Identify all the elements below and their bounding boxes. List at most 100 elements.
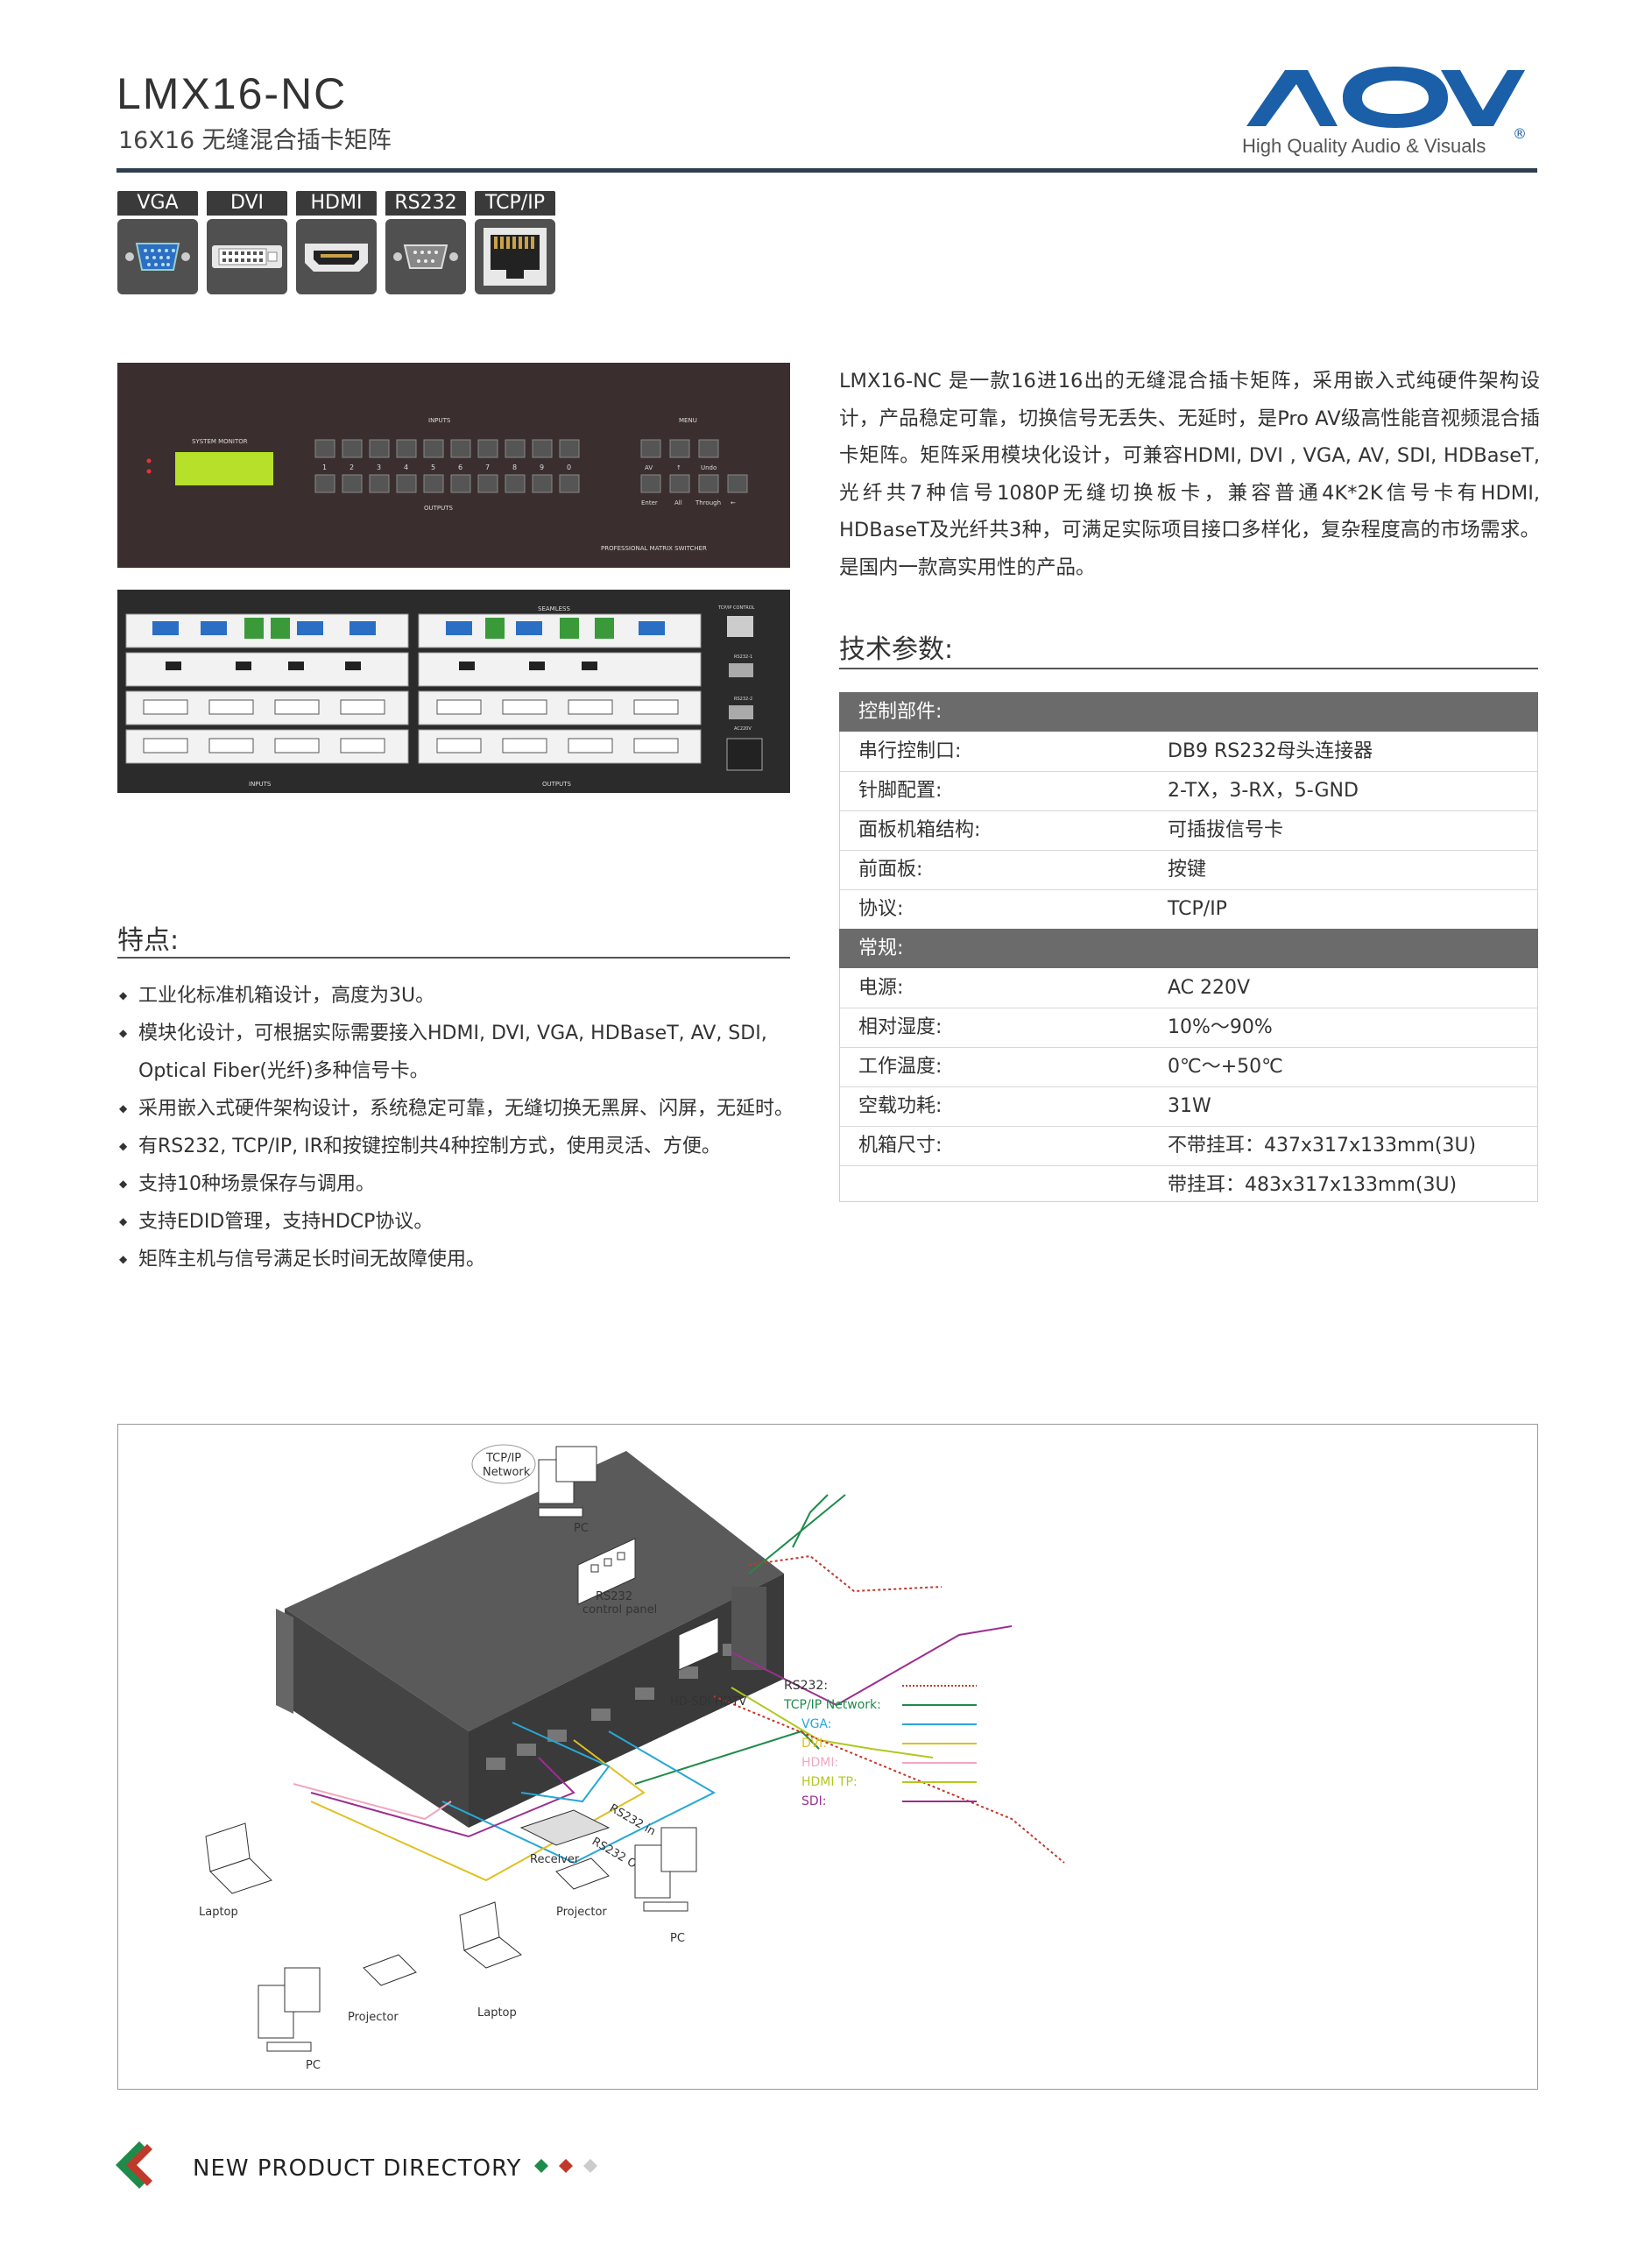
logo-letter-o bbox=[1343, 67, 1448, 128]
svg-text:1: 1 bbox=[322, 463, 327, 471]
connector-vga: VGA bbox=[117, 191, 198, 294]
svg-text:2: 2 bbox=[349, 463, 354, 471]
spec-row: 针脚配置:2-TX，3-RX，5-GND bbox=[839, 771, 1538, 811]
footer-text: NEW PRODUCT DIRECTORY bbox=[193, 2155, 522, 2182]
svg-text:HD-SDI HDTV: HD-SDI HDTV bbox=[670, 1695, 746, 1709]
model-title: LMX16-NC bbox=[116, 69, 348, 118]
spec-section-header: 控制部件: bbox=[839, 692, 1538, 732]
svg-text:Projector: Projector bbox=[556, 1906, 607, 1919]
network-cloud bbox=[471, 1444, 536, 1484]
tcpip-line bbox=[634, 1730, 820, 1785]
rear-seamless-label: SEAMLESS bbox=[538, 605, 570, 612]
connector-dvi: DVI bbox=[207, 191, 287, 294]
menu-buttons bbox=[640, 439, 748, 493]
feature-item: 工业化标准机箱设计，高度为3U。 bbox=[119, 977, 797, 1015]
receiver-illustration bbox=[519, 1809, 611, 1846]
svg-text:RS232-1: RS232-1 bbox=[734, 655, 752, 660]
svg-text:PC: PC bbox=[574, 1522, 589, 1535]
sdi-hdtv-line bbox=[731, 1625, 1013, 1707]
logo-tagline: High Quality Audio & Visuals bbox=[1242, 135, 1486, 157]
model-subtitle: 16X16 无缝混合插卡矩阵 bbox=[118, 127, 392, 154]
connector-tcpip: TCP/IP bbox=[475, 191, 555, 294]
svg-text:7: 7 bbox=[485, 463, 490, 471]
svg-text:PC: PC bbox=[670, 1932, 685, 1945]
svg-text:←: ← bbox=[731, 499, 736, 506]
connector-hdmi: HDMI bbox=[296, 191, 377, 294]
svg-text:4: 4 bbox=[404, 463, 408, 471]
features-title: 特点: bbox=[117, 925, 180, 956]
svg-text:↑: ↑ bbox=[676, 464, 681, 471]
connector-label: DVI bbox=[207, 191, 287, 216]
front-inputs-label: INPUTS bbox=[428, 417, 451, 424]
features-title-underline bbox=[117, 957, 790, 959]
projector-bottom-illustration bbox=[363, 1954, 417, 1986]
menu-label: MENU bbox=[679, 417, 697, 424]
front-outputs-label: OUTPUTS bbox=[424, 505, 454, 512]
header-divider bbox=[116, 168, 1537, 173]
feature-item: 模块化设计，可根据实际需要接入HDMI, DVI, VGA, HDBaseT, … bbox=[119, 1015, 797, 1090]
legend-label: SDI: bbox=[801, 1794, 827, 1808]
rs232-panel-line bbox=[748, 1554, 942, 1593]
rj45-port-icon bbox=[484, 228, 547, 286]
svg-text:AC220V: AC220V bbox=[734, 726, 752, 732]
logo-letter-a bbox=[1246, 70, 1338, 126]
lcd-display bbox=[175, 452, 273, 485]
hdtv-illustration bbox=[678, 1617, 719, 1671]
footer-dots bbox=[534, 2159, 597, 2173]
vga-laptop-line bbox=[441, 1730, 717, 1864]
svg-text:6: 6 bbox=[458, 463, 462, 471]
legend-label: VGA: bbox=[801, 1717, 831, 1731]
connector-label: RS232 bbox=[385, 191, 466, 216]
feature-item: 矩阵主机与信号满足长时间无故障使用。 bbox=[119, 1241, 797, 1278]
footer-logo-mark bbox=[116, 2141, 172, 2189]
logo-registered: ® bbox=[1513, 125, 1527, 142]
aov-logo: ® bbox=[1246, 67, 1527, 142]
legend-label: DVI: bbox=[801, 1737, 827, 1751]
svg-text:Laptop: Laptop bbox=[199, 1906, 238, 1919]
diagram-legend: RS232: TCP/IP Network: VGA: DVI: HDMI: H… bbox=[783, 1679, 977, 1808]
rs232-panel-illustration bbox=[577, 1538, 636, 1605]
pc-right-illustration bbox=[634, 1827, 697, 1912]
connector-rs232: RS232 bbox=[385, 191, 466, 294]
connector-label: TCP/IP bbox=[475, 191, 555, 216]
legend-label: TCP/IP Network: bbox=[783, 1698, 881, 1712]
rear-inputs-label: INPUTS bbox=[249, 781, 272, 788]
rear-tcp-label: TCP/IP CONTROL bbox=[717, 605, 755, 611]
svg-text:Through: Through bbox=[695, 499, 721, 506]
hdmitp-receiver-line bbox=[731, 1687, 934, 1758]
spec-title: 技术参数: bbox=[839, 634, 954, 665]
rear-rj45-port bbox=[727, 616, 753, 637]
spec-row: 面板机箱结构:可插拔信号卡 bbox=[839, 810, 1538, 851]
system-monitor-label: SYSTEM MONITOR bbox=[192, 438, 248, 445]
spec-row: 相对湿度:10%～90% bbox=[839, 1008, 1538, 1048]
spec-row: 带挂耳：483x317x133mm(3U) bbox=[1168, 1174, 1458, 1196]
spec-section-header: 常规: bbox=[839, 929, 1538, 968]
spec-row: 协议:TCP/IP bbox=[839, 889, 1538, 930]
svg-text:8: 8 bbox=[512, 463, 517, 471]
svg-text:AV: AV bbox=[645, 464, 653, 471]
svg-text:RS232-2: RS232-2 bbox=[734, 697, 752, 702]
features-list: 工业化标准机箱设计，高度为3U。 模块化设计，可根据实际需要接入HDMI, DV… bbox=[119, 977, 797, 1278]
hdmi-port-icon bbox=[305, 244, 368, 272]
spec-row: 机箱尺寸:不带挂耳：437x317x133mm(3U) bbox=[839, 1126, 1538, 1166]
legend-label: HDMI: bbox=[801, 1756, 838, 1770]
svg-text:9: 9 bbox=[540, 463, 544, 471]
hdmi-laptop-line bbox=[293, 1783, 452, 1821]
legend-label: RS232: bbox=[784, 1679, 828, 1693]
spec-row: 电源:AC 220V bbox=[839, 968, 1538, 1008]
spec-title-underline bbox=[839, 668, 1538, 669]
rs232-in-line bbox=[713, 1695, 1065, 1864]
svg-text:Laptop: Laptop bbox=[477, 2006, 517, 2020]
svg-text:Undo: Undo bbox=[701, 464, 717, 471]
product-description: LMX16-NC 是一款16进16出的无缝混合插卡矩阵，采用嵌入式纯硬件架构设计… bbox=[839, 370, 1540, 579]
svg-text:Network: Network bbox=[483, 1466, 531, 1479]
projector-right-illustration bbox=[555, 1857, 610, 1890]
svg-text:Receiver: Receiver bbox=[530, 1853, 580, 1866]
svg-text:3: 3 bbox=[377, 463, 381, 471]
laptop-left-illustration bbox=[205, 1822, 272, 1894]
input-buttons bbox=[314, 439, 580, 458]
connector-label: HDMI bbox=[296, 191, 377, 216]
pc-top-illustration bbox=[538, 1446, 597, 1518]
rear-panel-image: SEAMLESS INPUTS OUTPUTS TCP/IP CONTROL R… bbox=[117, 590, 790, 793]
